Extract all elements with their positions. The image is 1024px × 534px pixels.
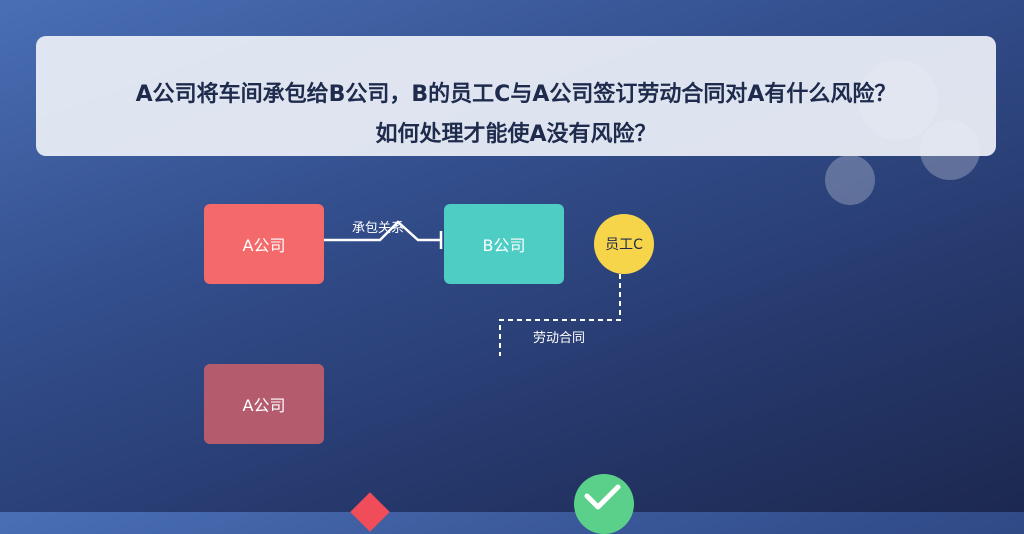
check-icon [574, 474, 634, 534]
decor-bubble [825, 155, 875, 205]
company-b-node: B公司 [444, 204, 564, 284]
title-card: A公司将车间承包给B公司，B的员工C与A公司签订劳动合同对A有什么风险？ 如何处… [36, 36, 996, 156]
title-question: A公司将车间承包给B公司，B的员工C与A公司签订劳动合同对A有什么风险？ [135, 82, 897, 107]
contracting-connector [320, 220, 440, 242]
company-a-node: A公司 [204, 204, 324, 284]
company-a-alt-node: A公司 [204, 364, 324, 444]
connector-lines [0, 0, 1024, 512]
employee-c-node: 员工C [594, 214, 654, 274]
labor-contract-connector [499, 274, 621, 356]
labor-contract-label: 劳动合同 [533, 331, 586, 346]
title-subquestion: 如何处理才能使A没有风险？ [375, 122, 657, 147]
contracting-relation-label: 承包关系 [352, 221, 405, 236]
